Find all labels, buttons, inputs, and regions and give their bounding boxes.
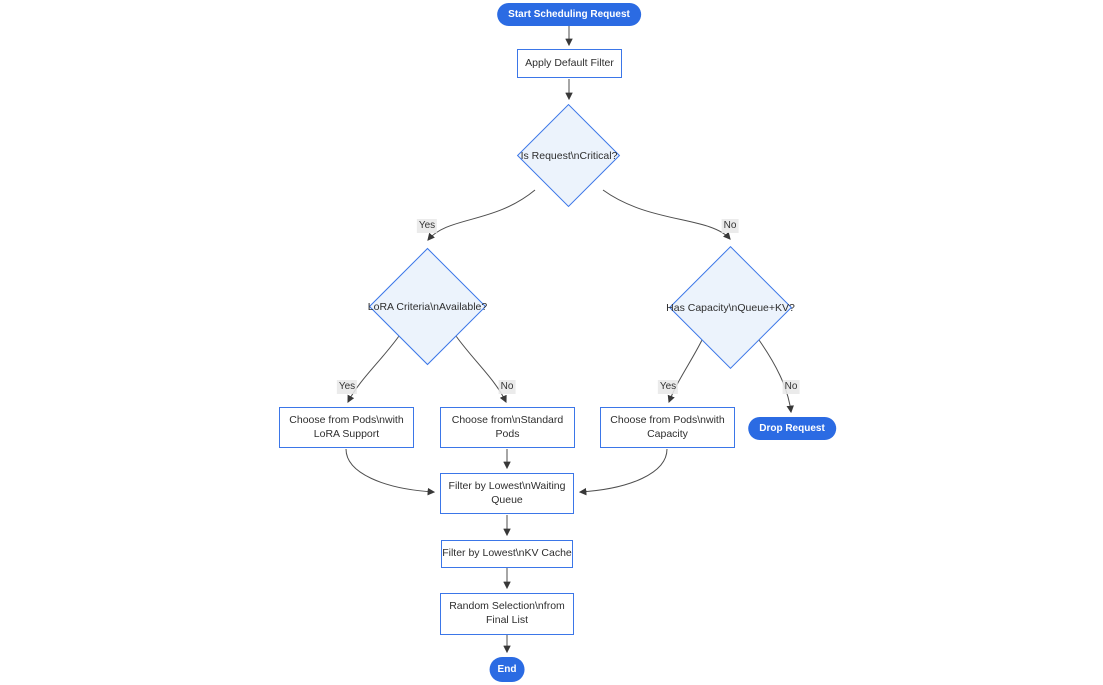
node-label: Has Capacity\nQueue+KV?	[666, 301, 795, 314]
node-random-selection: Random Selection\nfrom Final List	[440, 593, 574, 635]
node-apply-default-filter: Apply Default Filter	[517, 49, 622, 78]
edge-capacity-no	[758, 339, 794, 414]
edge-label-critical-no: No	[721, 219, 739, 233]
edge-lora-no	[455, 335, 507, 404]
node-filter-kv-cache: Filter by Lowest\nKV Cache	[441, 540, 573, 568]
edge-label-capacity-no: No	[782, 380, 800, 394]
node-end: End	[489, 657, 525, 683]
edge-label-capacity-yes: Yes	[657, 380, 679, 394]
node-label: LoRA Criteria\nAvailable?	[367, 300, 488, 313]
node-drop-request: Drop Request	[748, 417, 836, 441]
node-has-capacity: Has Capacity\nQueue+KV?	[666, 245, 795, 370]
edge-capacity-yes	[667, 339, 703, 404]
node-start: Start Scheduling Request	[497, 3, 641, 27]
edge-critical-no	[602, 189, 731, 240]
node-label: Is Request\nCritical?	[520, 150, 618, 162]
edge-label-lora-no: No	[498, 380, 516, 394]
node-filter-waiting-queue: Filter by Lowest\nWaiting Queue	[440, 473, 574, 514]
edge-label-critical-yes: Yes	[416, 219, 438, 233]
node-choose-lora-pods: Choose from Pods\nwith LoRA Support	[279, 407, 414, 448]
node-is-request-critical: Is Request\nCritical?	[516, 103, 621, 208]
edge-critical-yes	[427, 189, 536, 241]
node-choose-standard-pods: Choose from\nStandard Pods	[440, 407, 575, 448]
edge-lorapods-to-filterqueue	[345, 448, 436, 496]
edge-label-lora-yes: Yes	[336, 380, 358, 394]
node-lora-criteria-available: LoRA Criteria\nAvailable?	[367, 247, 488, 366]
edge-lora-yes	[347, 335, 400, 403]
edge-capacitypods-to-filterqueue	[578, 448, 668, 496]
node-choose-capacity-pods: Choose from Pods\nwith Capacity	[600, 407, 735, 448]
